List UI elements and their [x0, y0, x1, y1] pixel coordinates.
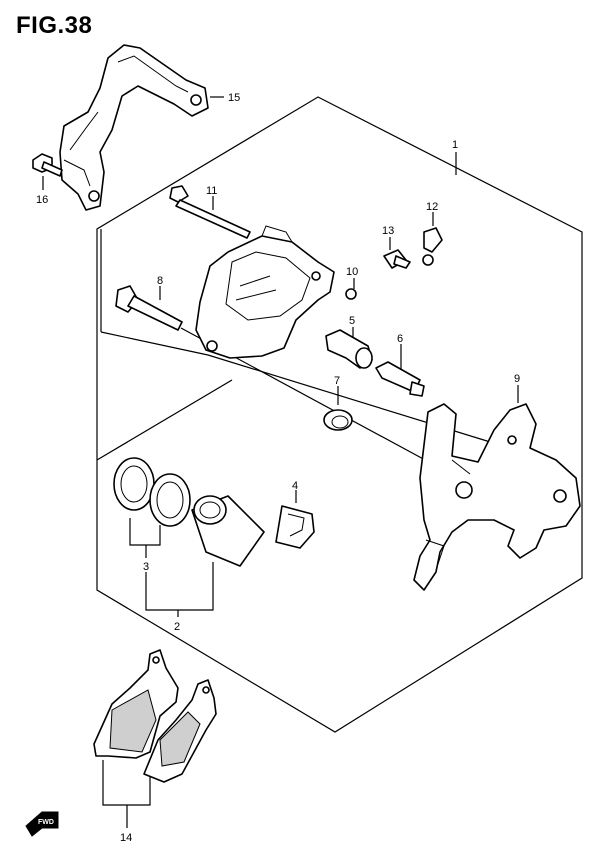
- callout-8: 8: [157, 275, 163, 287]
- small-ring-part: [345, 288, 357, 300]
- rubber-boot-part: [323, 409, 353, 431]
- callout-4: 4: [292, 480, 298, 492]
- callout-10: 10: [346, 266, 358, 278]
- bleeder-cap-part: [422, 227, 443, 266]
- callout-12: 12: [426, 201, 438, 213]
- callout-7: 7: [334, 375, 340, 387]
- callout-13: 13: [382, 225, 394, 237]
- callout-16: 16: [36, 194, 48, 206]
- seal-rings-part: [113, 457, 191, 527]
- bolt-part: [32, 153, 63, 177]
- sleeve-part: [325, 329, 373, 369]
- callout-1: 1: [452, 139, 458, 151]
- forward-direction-badge: FWD: [25, 811, 59, 837]
- callout-5: 5: [349, 315, 355, 327]
- piston-part: [191, 495, 265, 567]
- caliper-bolt-part: [375, 361, 425, 397]
- forward-label: FWD: [38, 819, 54, 826]
- brake-pads-part: [93, 649, 217, 783]
- callout-15: 15: [228, 92, 240, 104]
- callout-11: 11: [206, 185, 217, 197]
- mounting-bracket-part: [59, 44, 209, 211]
- pad-spring-part: [275, 505, 315, 549]
- bleeder-screw-part: [383, 249, 411, 269]
- assembly-boundary: [96, 96, 583, 733]
- callout-14: 14: [120, 832, 132, 844]
- figure-title: FIG.38: [16, 12, 93, 39]
- leader-lines: [42, 96, 519, 828]
- callout-2: 2: [174, 621, 180, 633]
- callout-numbers: 1 2 3 4 5 6 7 8 9 10 11 12 13 14 15 16: [36, 92, 520, 844]
- long-pin-part: [169, 185, 251, 239]
- callout-6: 6: [397, 333, 403, 345]
- callout-3: 3: [143, 561, 149, 573]
- callout-9: 9: [514, 373, 520, 385]
- caliper-body-part: [195, 225, 335, 359]
- caliper-bracket-part: [413, 403, 581, 591]
- short-pin-part: [115, 285, 183, 331]
